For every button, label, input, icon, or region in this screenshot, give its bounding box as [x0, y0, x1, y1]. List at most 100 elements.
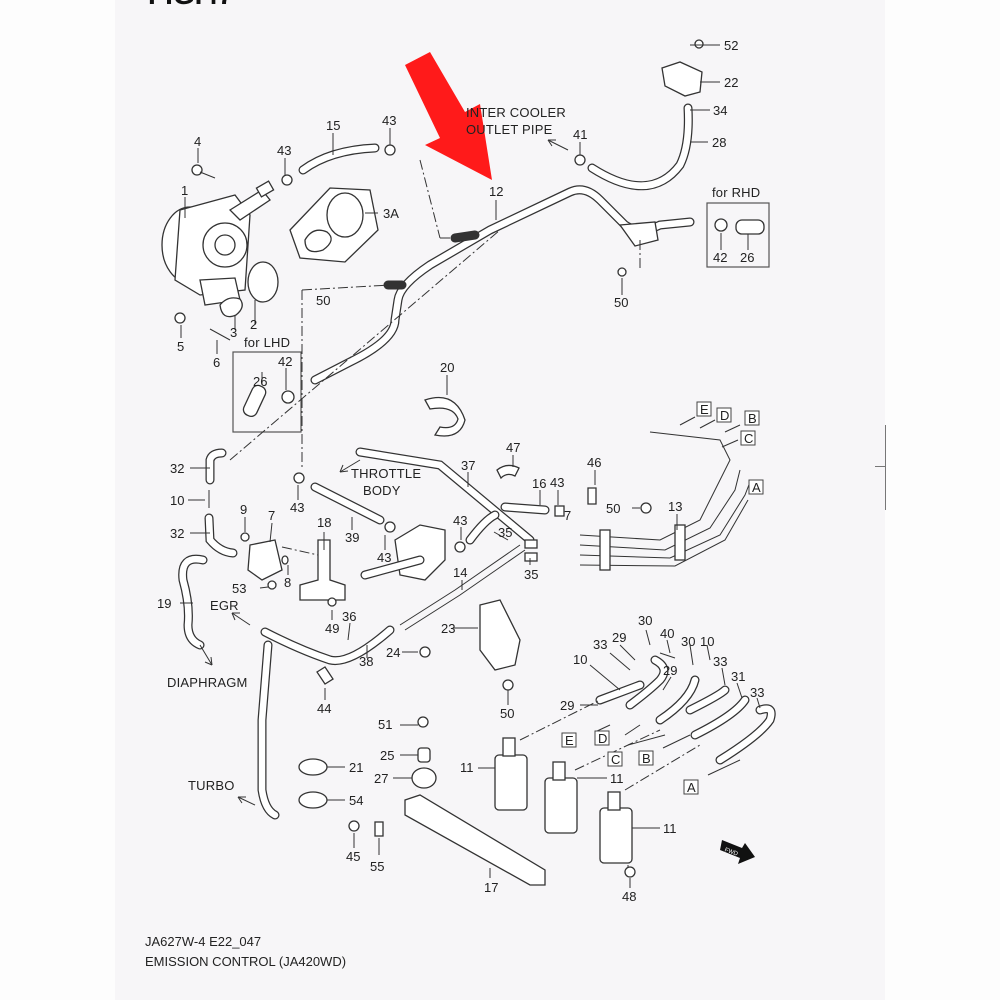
callout-19: 19	[157, 596, 171, 611]
callout-34: 34	[713, 103, 727, 118]
callout-13: 13	[668, 499, 682, 514]
callout-4: 4	[194, 134, 201, 149]
callout-41: 41	[573, 127, 587, 142]
callout-3a: 3A	[383, 206, 399, 221]
bolt-48	[624, 866, 636, 878]
callout-15: 15	[326, 118, 340, 133]
callout-45: 45	[346, 849, 360, 864]
callout-28: 28	[712, 135, 726, 150]
page-edge-line	[885, 425, 886, 510]
clamp-43c	[293, 472, 305, 484]
lhd-inset-box	[232, 351, 302, 433]
highlight-arrow-icon	[405, 52, 492, 180]
callout-50a: 50	[316, 293, 330, 308]
bolt-51	[417, 716, 429, 728]
callout-25: 25	[380, 748, 394, 763]
callout-48: 48	[622, 889, 636, 904]
callout-27: 27	[374, 771, 388, 786]
clip-55	[374, 821, 384, 837]
callout-23: 23	[441, 621, 455, 636]
callout-9: 9	[240, 502, 247, 517]
hose-36-38	[257, 625, 395, 820]
clamp-42-rhd	[714, 218, 728, 232]
callout-55: 55	[370, 859, 384, 874]
callout-14: 14	[453, 565, 467, 580]
callout-42-lhd: 42	[278, 354, 292, 369]
callout-10c: 10	[700, 634, 714, 649]
callout-42-rhd: 42	[713, 250, 727, 265]
connector-b-top: B	[748, 411, 757, 426]
callout-11c: 11	[663, 821, 677, 836]
bolt-50-top-right	[617, 267, 627, 277]
vacuum-sensor-22	[661, 39, 704, 97]
clamp-41	[574, 154, 586, 166]
callout-2: 2	[250, 317, 257, 332]
callout-3: 3	[230, 325, 237, 340]
hose-15	[298, 143, 380, 175]
callout-43a: 43	[277, 143, 291, 158]
callout-30a: 30	[638, 613, 652, 628]
callout-16: 16	[532, 476, 546, 491]
connector-a-bottom: A	[687, 780, 696, 795]
bolt-50-harness	[640, 502, 652, 514]
clip-44	[316, 666, 334, 685]
stud-6	[209, 328, 231, 341]
callout-7b: 7	[564, 508, 571, 523]
figure-code: JA627W-4 E22_047	[145, 934, 262, 949]
fwd-direction-icon: FWD	[720, 840, 755, 864]
callout-5: 5	[177, 339, 184, 354]
callout-11b: 11	[610, 771, 624, 786]
gasket-kit-3a	[289, 187, 379, 263]
callout-33c: 33	[750, 685, 764, 700]
callout-32a: 32	[170, 461, 184, 476]
connector-b-bottom: B	[642, 751, 651, 766]
note-for-lhd: for LHD	[244, 335, 290, 350]
pipe-12	[310, 185, 695, 385]
rhd-inset-box	[706, 202, 770, 268]
note-diaphragm: DIAPHRAGM	[167, 675, 248, 690]
bracket-18	[299, 539, 346, 601]
clamp-43d	[384, 521, 396, 533]
connector-35b	[524, 552, 538, 562]
callout-31: 31	[731, 669, 745, 684]
connector-e-top: E	[700, 402, 709, 417]
hose-39	[310, 482, 385, 525]
figure-caption: EMISSION CONTROL (JA420WD)	[145, 954, 347, 969]
callout-10a: 10	[170, 493, 184, 508]
callout-18: 18	[317, 515, 331, 530]
vsv-11-b	[544, 761, 578, 834]
callout-26-lhd: 26	[253, 374, 267, 389]
clamp-21	[298, 758, 328, 776]
callout-43c: 43	[290, 500, 304, 515]
callout-50b: 50	[614, 295, 628, 310]
grommet-27	[411, 767, 437, 789]
callout-54: 54	[349, 793, 363, 808]
note-inter-cooler-l1: INTER COOLER	[466, 105, 566, 120]
callout-46: 46	[587, 455, 601, 470]
note-turbo: TURBO	[188, 778, 235, 793]
connector-e-bottom: E	[565, 733, 574, 748]
nut-53	[267, 580, 277, 590]
clamp-54	[298, 791, 328, 809]
note-throttle-l2: BODY	[363, 483, 401, 498]
callout-44: 44	[317, 701, 331, 716]
assembly-guide-lines	[229, 159, 701, 868]
callout-43f: 43	[550, 475, 564, 490]
vsv-7	[240, 532, 289, 581]
callout-22: 22	[724, 75, 738, 90]
clamp-42-lhd	[281, 390, 295, 404]
callout-29b: 29	[612, 630, 626, 645]
callout-33b: 33	[713, 654, 727, 669]
pipe-14	[399, 544, 521, 626]
callout-6: 6	[213, 355, 220, 370]
connector-c-top: C	[744, 431, 753, 446]
connector-a-top: A	[752, 480, 761, 495]
turbo-actuator-assembly	[161, 180, 275, 306]
page-edge-tick	[875, 466, 885, 467]
diagram-paper	[115, 0, 885, 1000]
callout-10b: 10	[573, 652, 587, 667]
hose-16	[500, 502, 550, 515]
note-for-rhd: for RHD	[712, 185, 760, 200]
callout-37: 37	[461, 458, 475, 473]
